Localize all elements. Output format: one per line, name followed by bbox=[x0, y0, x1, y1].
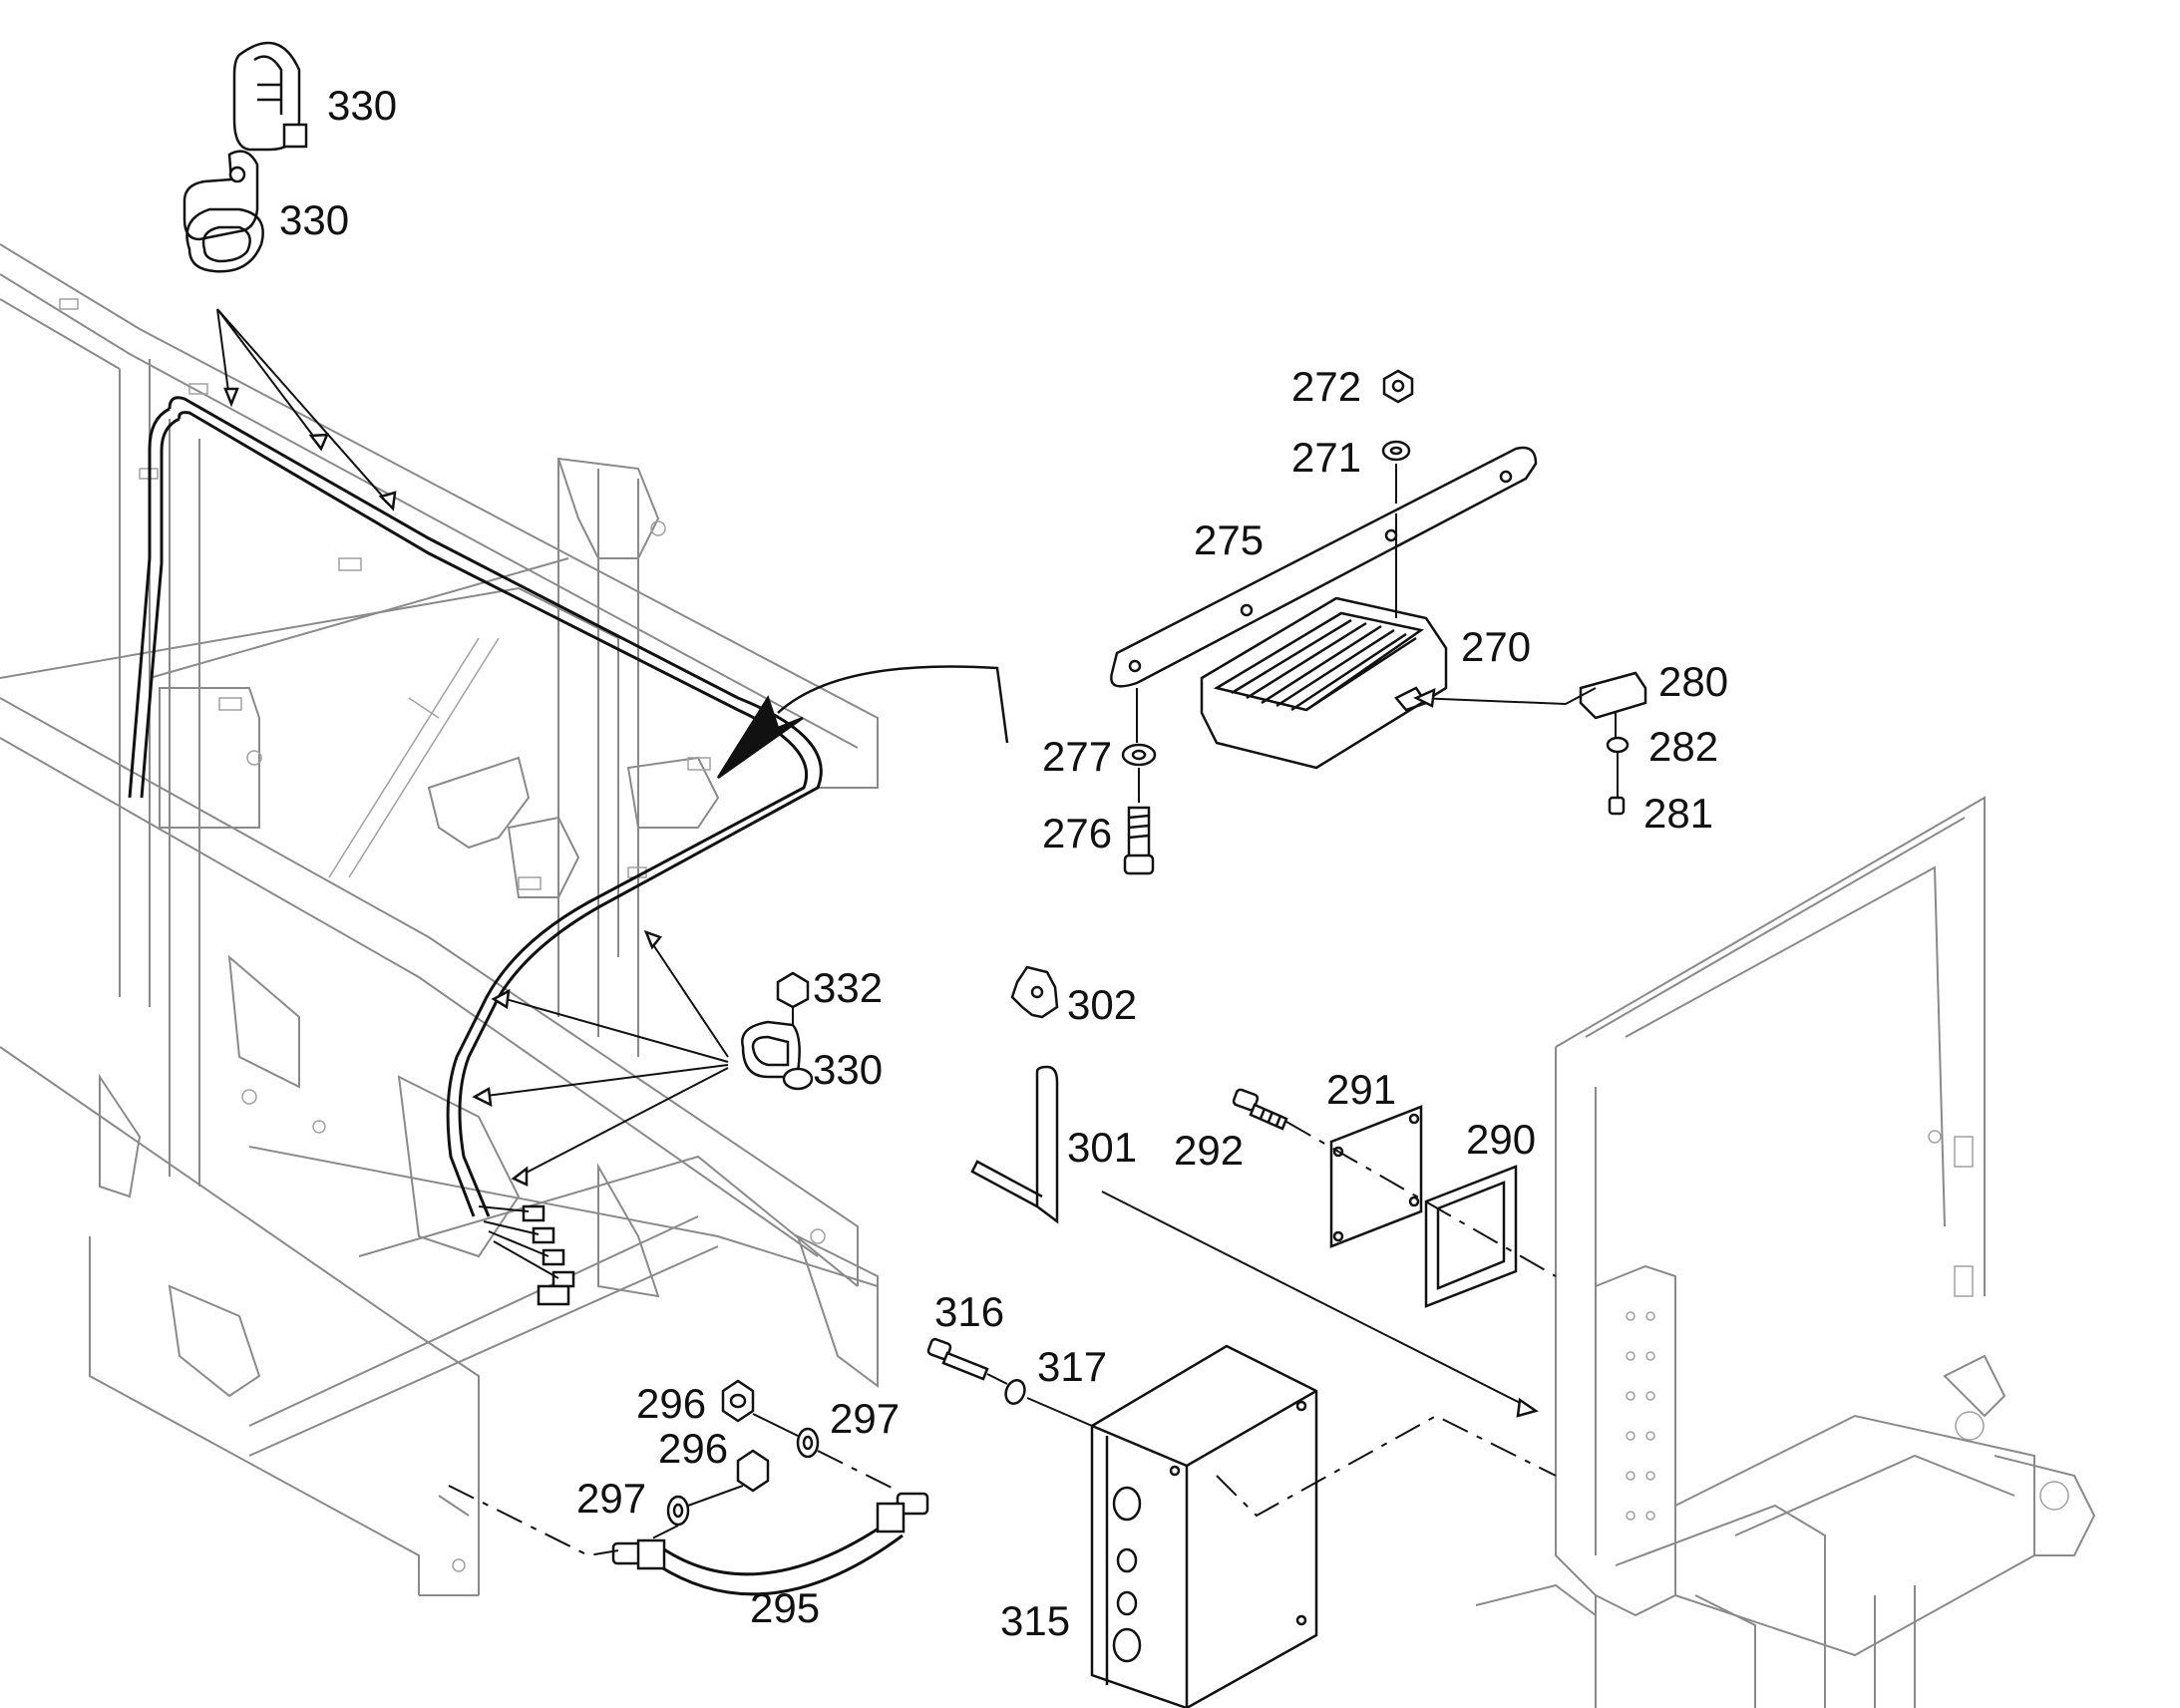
nut-272 bbox=[1382, 369, 1414, 404]
bracket-275 bbox=[1110, 446, 1538, 688]
cable-harness bbox=[128, 396, 823, 1306]
callout-270: 270 bbox=[1461, 623, 1531, 670]
callout-291: 291 bbox=[1326, 1066, 1396, 1113]
callout-316: 316 bbox=[934, 1288, 1004, 1335]
callout-317: 317 bbox=[1037, 1343, 1107, 1390]
callout-276: 276 bbox=[1042, 810, 1112, 856]
machine-frame-right bbox=[1475, 796, 2096, 1708]
cable-295 bbox=[611, 1492, 929, 1596]
plate-291 bbox=[1329, 1105, 1423, 1248]
panel-270 bbox=[1200, 596, 1448, 770]
callout-282: 282 bbox=[1648, 723, 1718, 770]
callout-295: 295 bbox=[750, 1584, 820, 1631]
callout-297-a: 297 bbox=[830, 1395, 900, 1442]
clamp-330-exploded bbox=[182, 41, 397, 512]
callout-301: 301 bbox=[1067, 1124, 1137, 1171]
washer-277 bbox=[1121, 743, 1157, 767]
nut-296a bbox=[721, 1379, 755, 1423]
gasket-290 bbox=[1424, 1165, 1518, 1308]
callout-330-top-b: 330 bbox=[279, 196, 349, 243]
clip-280 bbox=[1579, 671, 1647, 720]
callout-296-a: 296 bbox=[636, 1380, 706, 1427]
callout-277: 277 bbox=[1042, 733, 1112, 780]
callout-275: 275 bbox=[1194, 516, 1264, 563]
rod-301 bbox=[970, 1065, 1059, 1224]
callout-labels: 330 330 272 271 275 270 280 282 281 277 … bbox=[279, 82, 1728, 1644]
clamp-330 bbox=[741, 1020, 814, 1091]
screw-316 bbox=[926, 1337, 989, 1381]
callout-280: 280 bbox=[1658, 658, 1728, 705]
washer-297b bbox=[666, 1495, 690, 1527]
callout-290: 290 bbox=[1466, 1116, 1536, 1163]
callout-330: 330 bbox=[813, 1046, 883, 1093]
callout-315: 315 bbox=[1000, 1597, 1070, 1644]
bolt-292 bbox=[1232, 1088, 1288, 1131]
nut-332 bbox=[776, 971, 810, 1009]
callout-297-b: 297 bbox=[576, 1475, 646, 1522]
screw-281 bbox=[1608, 796, 1626, 816]
washer-282 bbox=[1606, 736, 1630, 754]
machine-frame-left bbox=[0, 243, 879, 1596]
detail-arrow bbox=[716, 665, 1009, 780]
callout-281: 281 bbox=[1643, 790, 1713, 837]
callout-332: 332 bbox=[813, 964, 883, 1011]
nut-296b bbox=[736, 1449, 770, 1493]
callout-330-top-a: 330 bbox=[327, 82, 397, 129]
washer-271 bbox=[1381, 440, 1411, 462]
callout-292: 292 bbox=[1174, 1127, 1244, 1174]
callout-271: 271 bbox=[1291, 434, 1361, 481]
knob-302 bbox=[1010, 965, 1059, 1019]
enclosure-315 bbox=[1090, 1344, 1318, 1708]
washer-297a bbox=[796, 1427, 820, 1459]
bolt-276 bbox=[1123, 806, 1155, 875]
callout-272: 272 bbox=[1291, 363, 1361, 410]
washer-317 bbox=[1004, 1379, 1026, 1405]
callout-302: 302 bbox=[1067, 981, 1137, 1028]
callout-296-b: 296 bbox=[658, 1425, 728, 1472]
